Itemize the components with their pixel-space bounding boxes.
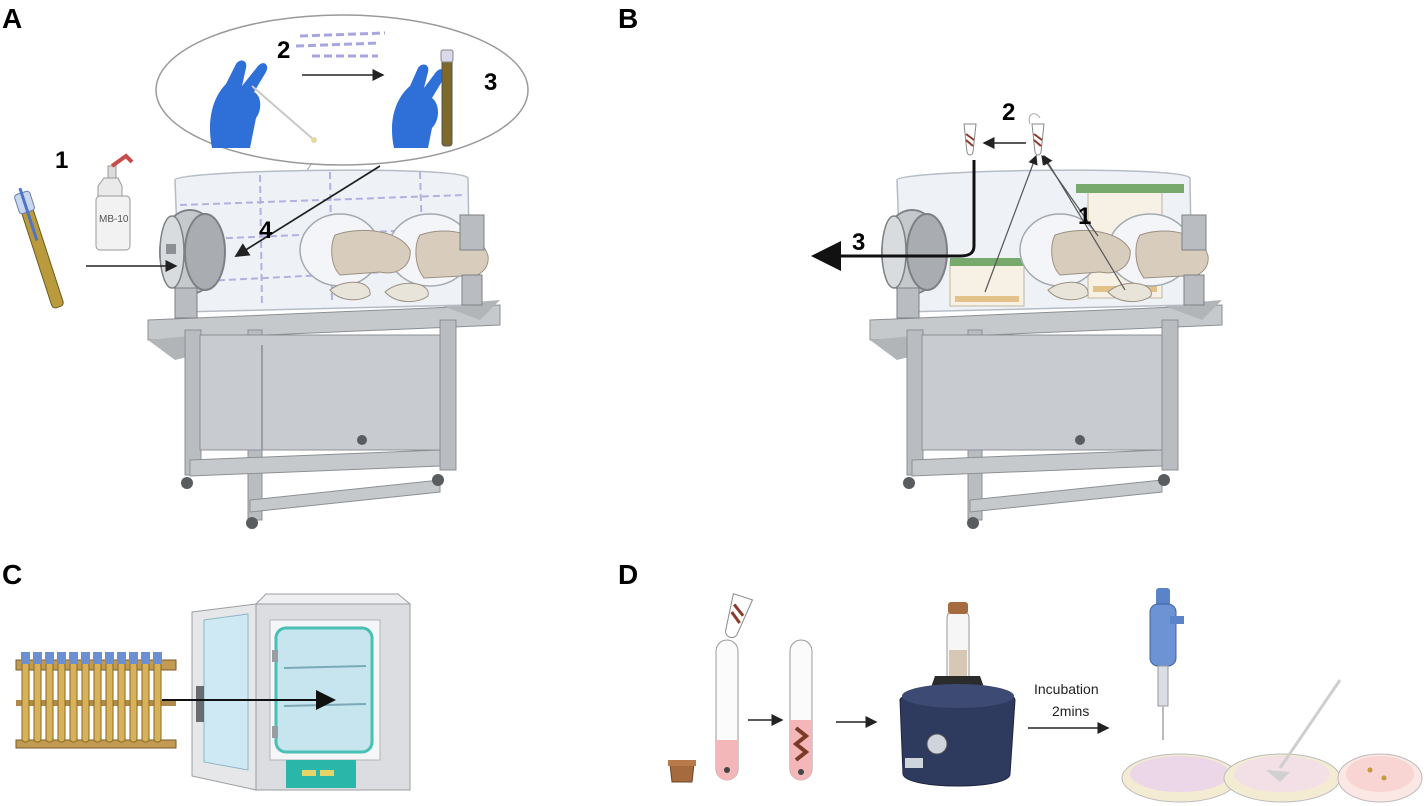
rack-tube-cap [81,652,90,664]
panel-d-letter: D [618,559,638,590]
gloved-hand-left-icon [209,60,317,148]
rack-tubes [21,652,162,743]
rack-tube [33,661,42,743]
rack-tube [21,661,30,743]
arrow-b-3 [811,160,976,271]
rack-tube [153,661,162,743]
panel-c-letter: C [2,559,22,590]
rack-tube-cap [69,652,78,664]
rack-tube-cap [117,652,126,664]
step-a-2: 2 [277,37,290,64]
rack-tube-cap [57,652,66,664]
rack-tube-cap [129,652,138,664]
panel-a: A 2 3 [2,3,529,529]
panel-a-letter: A [2,3,22,34]
swab-tube-icon [14,187,64,309]
dashed-trace [295,31,386,58]
incubation-label-line1: Incubation [1034,681,1099,697]
arrow-step-4 [234,165,381,257]
microtube-left-icon [963,123,977,156]
step-b-2: 2 [1002,99,1015,126]
step-a-1: 1 [55,147,68,174]
gloved-hand-right-icon [391,49,454,148]
rack-tube-cap [153,652,162,664]
vortex-mixer-icon [899,602,1016,787]
rack-tube-cap [21,652,30,664]
stand-a [147,300,501,529]
step-b-3: 3 [852,229,865,256]
rack-tube [81,661,90,743]
sampling-lines [984,154,1126,293]
panel-c: C [2,559,412,791]
rack-tube [141,661,150,743]
spray-bottle-icon: MB-10 [95,153,134,251]
microtube-right-icon [1028,113,1045,156]
step-a-3: 3 [484,69,497,96]
test-tube-2-icon [789,639,813,781]
step-a-4: 4 [259,217,273,244]
microtube-pour-icon [724,593,754,639]
rack-tube [57,661,66,743]
rack-tube [93,661,102,743]
rack-tube-cap [45,652,54,664]
panel-b: B [618,3,1223,529]
rack-tube [69,661,78,743]
stand-b [869,300,1223,529]
pipette-icon [1149,588,1184,740]
petri-dish-1-icon [1121,753,1239,803]
anaerobic-chamber-a [159,169,489,319]
rack-tube-cap [105,652,114,664]
incubation-label-line2: 2mins [1052,703,1089,719]
petri-dish-3-icon [1337,753,1423,803]
rack-tube-cap [141,652,150,664]
cap-icon [668,760,696,783]
bottle-label: MB-10 [99,214,129,225]
rack-tube [45,661,54,743]
panel-d: D [618,559,1423,803]
rack-tube-cap [33,652,42,664]
rack-tube [129,661,138,743]
rack-tube [105,661,114,743]
anaerobic-chamber-b [881,169,1209,319]
incubator-icon [191,593,412,791]
test-tube-1-icon [715,639,739,781]
panel-b-letter: B [618,3,638,34]
rack-tube [117,661,126,743]
step-b-1: 1 [1078,203,1091,230]
rack-tube-cap [93,652,102,664]
petri-dish-2-icon [1223,679,1342,803]
